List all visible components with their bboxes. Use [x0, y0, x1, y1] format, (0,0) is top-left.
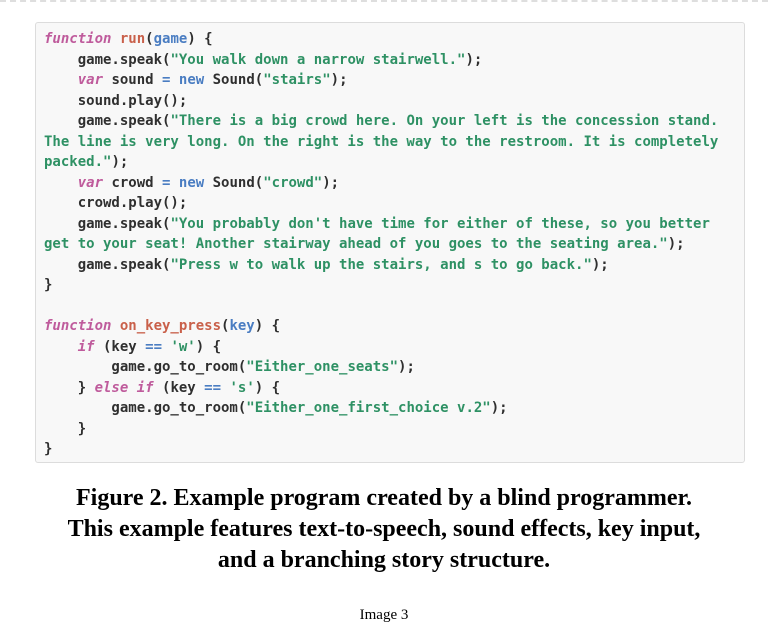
code-token-st: 'w' [170, 338, 196, 355]
code-token-bl: = [162, 174, 171, 191]
code-token-st: get to your seat! Another stairway ahead… [44, 236, 668, 252]
code-token-pl: crowd.play(); [44, 195, 188, 211]
code-token-bl: == [145, 338, 163, 355]
code-line: game.go_to_room("Either_one_first_choice… [44, 398, 736, 419]
code-line: get to your seat! Another stairway ahead… [44, 234, 736, 255]
code-token-pl [128, 380, 136, 396]
code-token-st: "You probably don't have time for either… [170, 215, 710, 232]
code-token-pl: ); [465, 51, 483, 68]
code-token-bl: key [229, 318, 255, 334]
code-token-pl: sound [103, 72, 163, 88]
code-token-st: 's' [229, 379, 255, 396]
figure-caption-line: and a branching story structure. [217, 547, 551, 573]
code-token-pl: sound.play(); [44, 92, 188, 109]
code-token-st: "crowd" [263, 174, 323, 191]
code-token-pl: ); [322, 174, 340, 191]
code-token-pl: ); [398, 359, 415, 375]
code-line: } else if (key == 's') { [44, 378, 736, 399]
code-token-pl: } [44, 441, 53, 457]
code-token-pl: (key [153, 379, 205, 396]
code-token-bl: new [178, 174, 205, 191]
code-token-bl: new [178, 72, 205, 88]
code-line: game.speak("You walk down a narrow stair… [44, 50, 736, 71]
code-line: game.speak("Press w to walk up the stair… [44, 255, 736, 276]
page-crop-perforation [0, 0, 768, 2]
code-token-pl: (key [94, 338, 146, 355]
code-token-pl: ) { [254, 318, 281, 334]
code-line: function run(game) { [44, 29, 736, 50]
code-token-pl: game.speak( [44, 256, 171, 273]
code-line: } [44, 439, 736, 460]
code-token-kw: else [94, 379, 129, 396]
code-token-pl [170, 175, 178, 191]
code-token-pl: ); [667, 236, 685, 252]
code-line: packed."); [44, 152, 736, 173]
code-token-pl: } [44, 420, 87, 437]
code-token-pl: ) { [254, 379, 281, 396]
code-token-fn: on_key_press [119, 318, 222, 334]
code-token-pl [44, 175, 78, 191]
code-line: } [44, 275, 736, 296]
code-token-pl: ); [490, 400, 508, 416]
code-line: crowd.play(); [44, 193, 736, 214]
code-token-st: packed." [44, 154, 112, 170]
code-token-pl: ) { [187, 31, 213, 47]
code-token-pl: ( [145, 31, 154, 47]
code-token-pl: ) { [195, 338, 222, 355]
code-line: game.go_to_room("Either_one_seats"); [44, 357, 736, 378]
code-line [44, 296, 736, 317]
code-line: The line is very long. On the right is t… [44, 132, 736, 153]
code-token-kw: if [77, 338, 95, 355]
code-block: function run(game) { game.speak("You wal… [35, 22, 745, 463]
code-token-pl [170, 72, 178, 88]
code-token-kw: var [77, 72, 104, 88]
code-token-bl: = [162, 72, 171, 88]
code-token-kw: function [44, 31, 120, 47]
code-line: sound.play(); [44, 91, 736, 112]
code-token-st: "Press w to walk up the stairs, and s to… [170, 256, 592, 273]
code-line: game.speak("You probably don't have time… [44, 214, 736, 235]
code-token-pl: ); [111, 154, 129, 170]
code-token-pl: game.speak( [44, 113, 171, 129]
code-line: var crowd = new Sound("crowd"); [44, 173, 736, 194]
code-token-pl: } [44, 277, 53, 293]
code-token-pl: game.go_to_room( [44, 400, 247, 416]
code-token-st: "You walk down a narrow stairwell." [170, 51, 466, 68]
code-token-pl: ); [591, 256, 609, 273]
code-content: function run(game) { game.speak("You wal… [44, 29, 736, 460]
code-token-st: "There is a big crowd here. On your left… [170, 113, 719, 129]
code-token-pl: crowd [103, 174, 163, 191]
code-line: var sound = new Sound("stairs"); [44, 70, 736, 91]
code-token-pl: game.speak( [44, 215, 171, 232]
code-token-pl: } [44, 379, 95, 396]
code-token-pl: ( [221, 318, 230, 334]
code-token-kw: if [136, 379, 154, 396]
code-token-pl: ); [330, 72, 348, 88]
code-token-pl: Sound( [204, 72, 264, 88]
figure-caption: Figure 2. Example program created by a b… [0, 483, 768, 576]
figure-caption-line: This example features text-to-speech, so… [67, 516, 701, 542]
code-token-bl: == [204, 379, 222, 396]
code-token-pl [44, 72, 78, 88]
code-token-pl [44, 339, 78, 355]
code-token-st: The line is very long. On the right is t… [44, 133, 719, 150]
code-line: game.speak("There is a big crowd here. O… [44, 111, 736, 132]
code-line: function on_key_press(key) { [44, 316, 736, 337]
code-token-kw: function [44, 318, 120, 334]
image-number-label: Image 3 [359, 607, 409, 623]
code-token-pl: game.speak( [44, 51, 171, 68]
code-line: if (key == 'w') { [44, 337, 736, 358]
figure-caption-line: Figure 2. Example program created by a b… [76, 485, 692, 511]
code-token-bl: game [153, 31, 188, 47]
code-token-st: "stairs" [263, 72, 331, 88]
code-token-kw: var [77, 174, 104, 191]
code-token-pl: game.go_to_room( [44, 359, 247, 375]
code-token-fn: run [119, 31, 146, 47]
code-line: } [44, 419, 736, 440]
code-token-st: "Either_one_seats" [246, 359, 399, 375]
code-token-st: "Either_one_first_choice v.2" [246, 400, 491, 416]
code-token-pl: Sound( [204, 174, 264, 191]
